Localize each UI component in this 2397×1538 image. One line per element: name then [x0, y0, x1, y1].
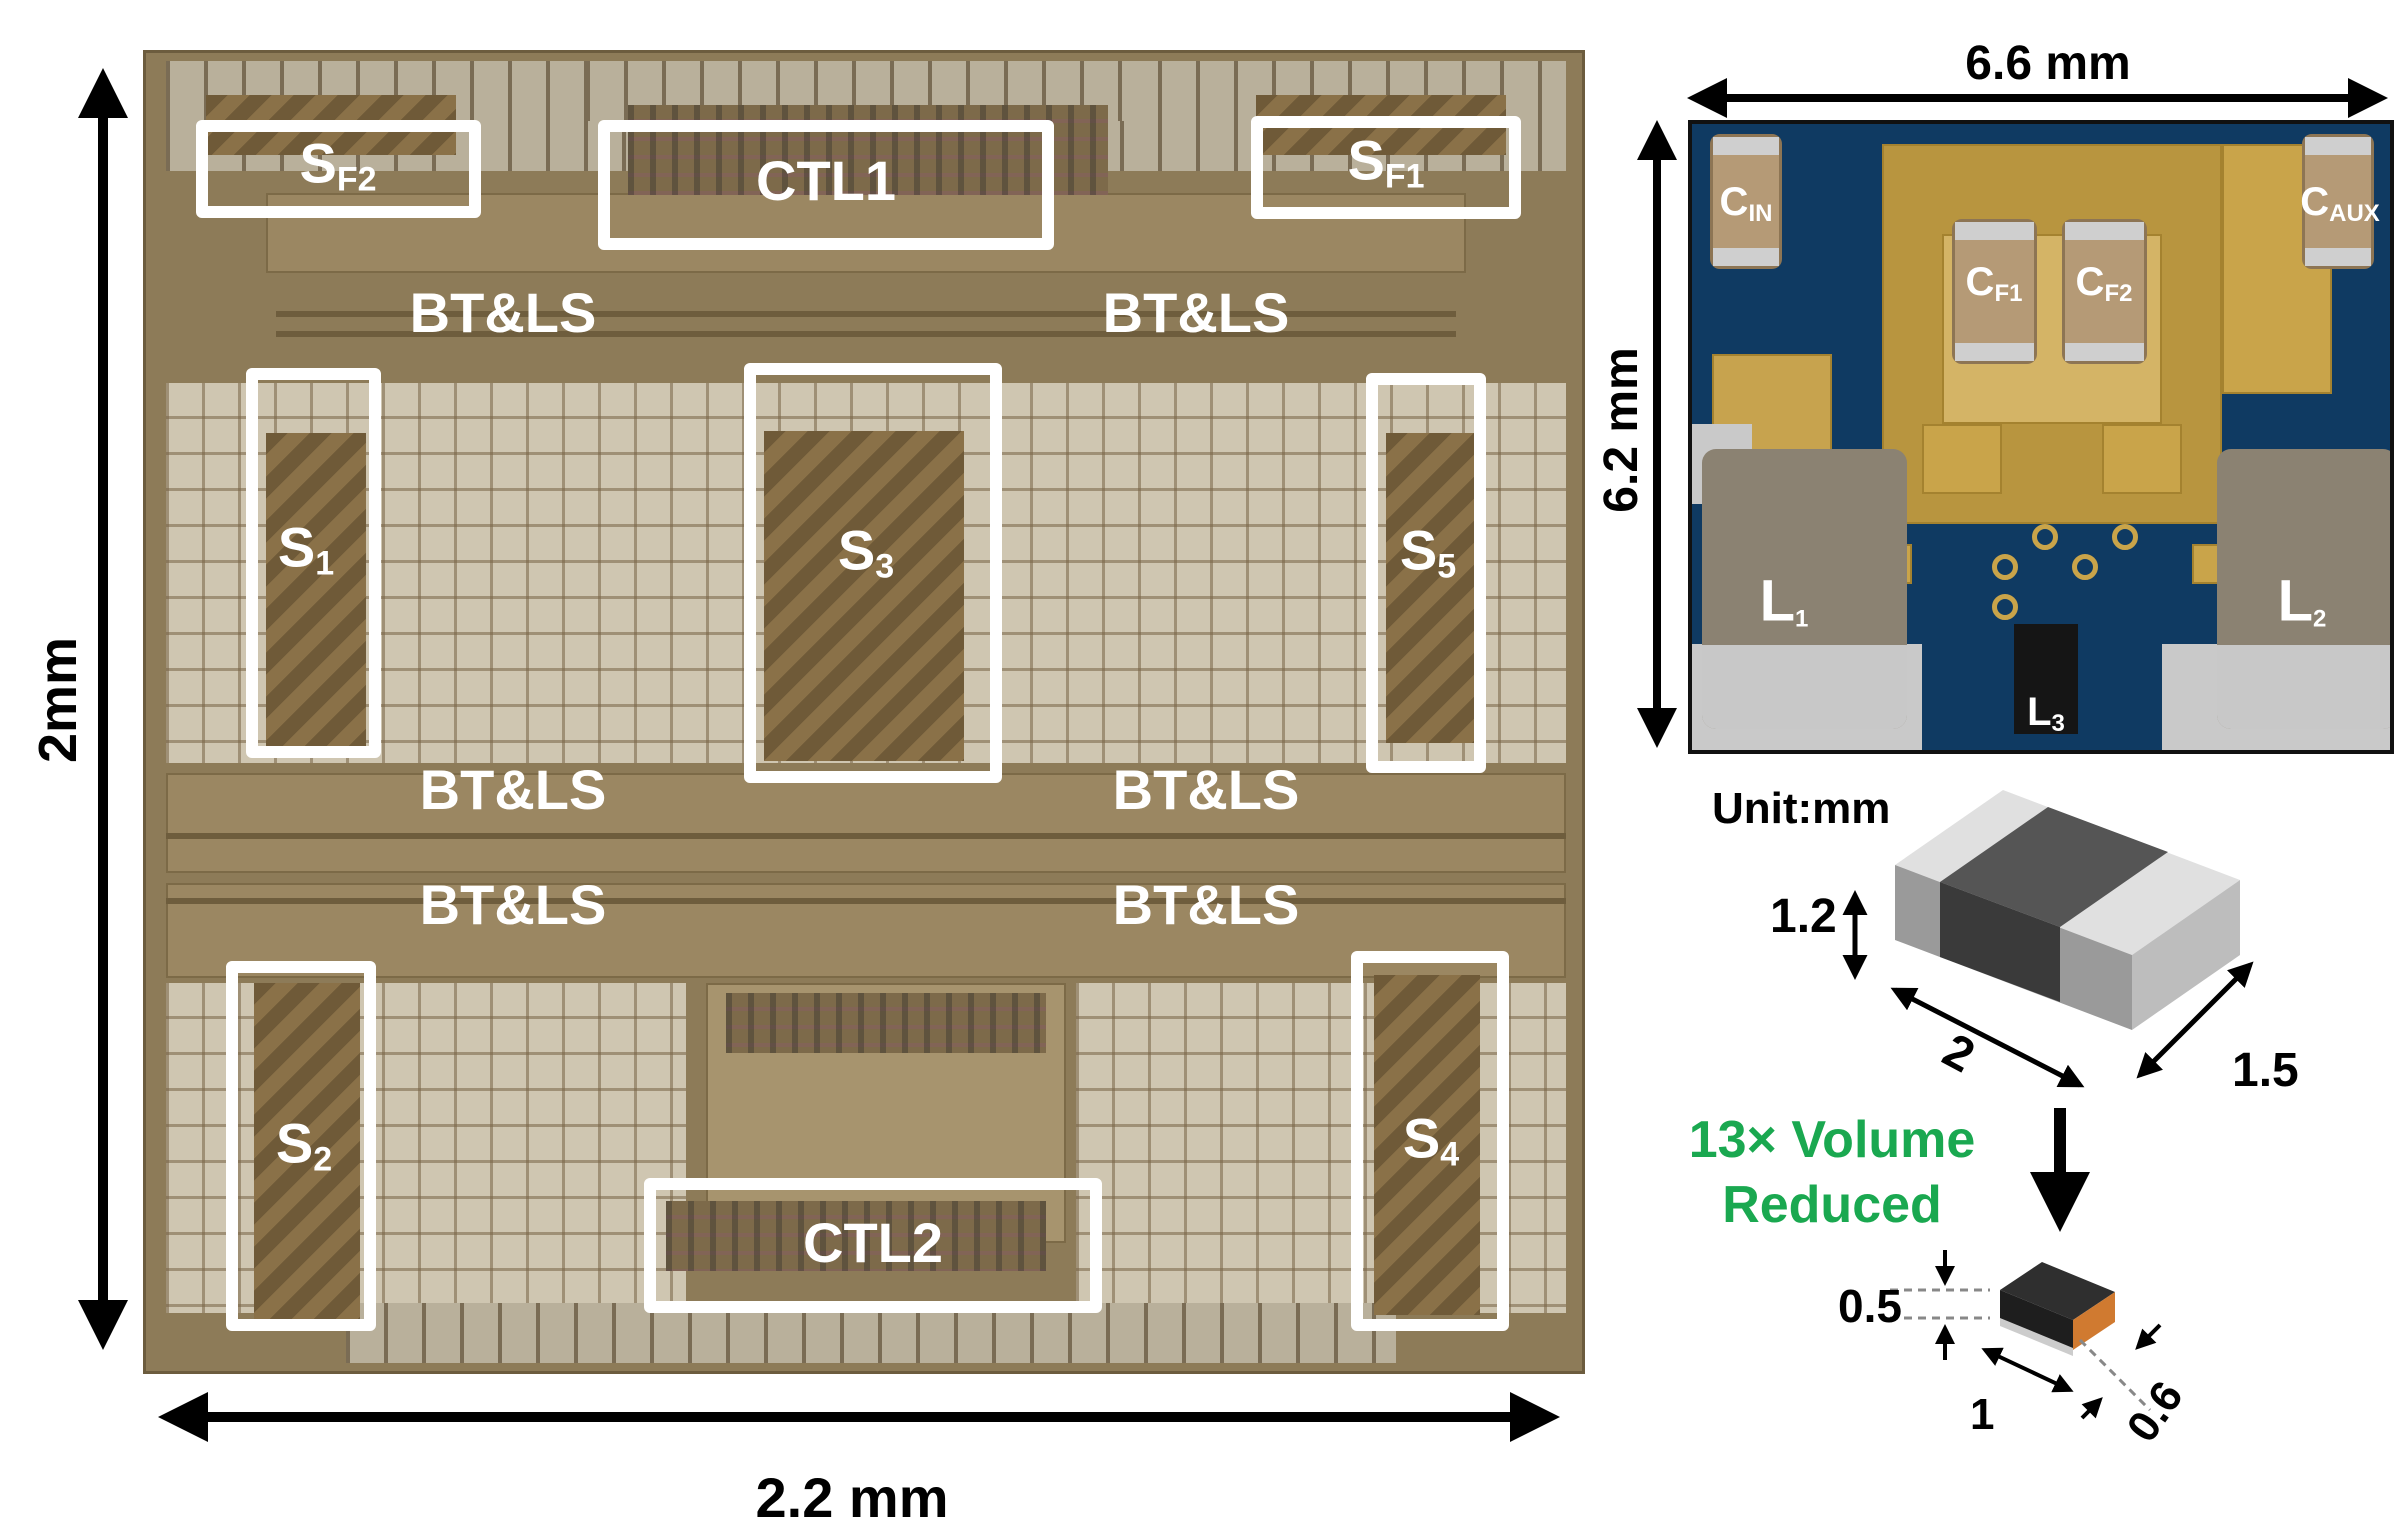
capacitor-caux — [2302, 134, 2374, 269]
via — [1992, 554, 2018, 580]
capacitor-cf2 — [2062, 219, 2147, 364]
small-length-arrow — [1981, 1347, 2074, 1393]
large-length-arrow — [1890, 987, 2085, 1088]
label-sf1: SF1 — [1347, 128, 1425, 196]
block-ctl1-outline — [598, 120, 1054, 250]
inductor-l2 — [2217, 449, 2390, 729]
label-bt-ls: BT&LS — [409, 281, 597, 344]
label-s1: S1 — [277, 515, 335, 583]
volume-reduction-text: 13× Volume Reduced — [1688, 1111, 1976, 1234]
power-transistor-array — [254, 983, 360, 1323]
label-cf1: CF1 — [1965, 260, 2023, 307]
label-s5: S5 — [1399, 518, 1457, 586]
small-inductor — [2000, 1262, 2115, 1356]
large-width-arrow — [2136, 961, 2254, 1079]
capacitor-cf1 — [1952, 219, 2037, 364]
via — [2112, 524, 2138, 550]
power-transistor-array — [1386, 433, 1486, 743]
label-bt-ls: BT&LS — [419, 873, 607, 936]
label-bt-ls: BT&LS — [1112, 873, 1300, 936]
pad-ring — [346, 1303, 1396, 1363]
label-l1: L1 — [1759, 568, 1809, 634]
large-inductor — [1895, 790, 2240, 1030]
label-cin: CIN — [1719, 180, 1773, 227]
bus-line — [276, 331, 1456, 337]
via — [2072, 554, 2098, 580]
label-sf2: SF2 — [299, 131, 377, 199]
via — [1992, 594, 2018, 620]
bond-pad — [1922, 424, 2002, 494]
bus-line — [166, 898, 1566, 904]
logic-cells — [666, 1201, 1046, 1271]
pcb-module-photo: CIN CAUX CF1 CF2 L1 L2 L3 — [1688, 120, 2394, 754]
block-s5-outline — [1366, 373, 1486, 773]
block-ctl2-outline — [644, 1178, 1102, 1313]
large-width-label: 1.5 — [2232, 1044, 2299, 1097]
bus-line — [166, 833, 1566, 839]
capacitor-cin — [1710, 134, 1782, 269]
power-grid — [1076, 983, 1566, 1313]
label-ctl2: CTL2 — [803, 1211, 943, 1274]
large-height-label: 1.2 — [1770, 890, 1837, 943]
label-s4: S4 — [1402, 1106, 1460, 1174]
power-transistor-array — [764, 431, 964, 761]
module-width-label: 6.6 mm — [1965, 37, 2131, 90]
label-bt-ls: BT&LS — [419, 758, 607, 821]
block-s4-outline — [1351, 951, 1509, 1331]
chip-die-micrograph: SF2 CTL1 SF1 S1 S3 S5 S2 S4 CTL2 BT&LS B… — [143, 50, 1585, 1374]
logic-cells — [726, 993, 1046, 1053]
block-s2-outline — [226, 961, 376, 1331]
label-l2: L2 — [2277, 568, 2327, 634]
via — [2032, 524, 2058, 550]
label-s2: S2 — [275, 1111, 333, 1179]
bus-line — [276, 311, 1456, 317]
block-sf2-outline — [196, 120, 481, 218]
small-height-label: 0.5 — [1838, 1280, 1902, 1332]
trace-pad — [2222, 144, 2332, 394]
power-grid — [166, 983, 686, 1313]
block-s1-outline — [246, 368, 381, 758]
label-caux: CAUX — [2300, 180, 2380, 227]
block-sf1-outline — [1251, 116, 1521, 219]
label-ctl1: CTL1 — [756, 149, 896, 212]
label-s3: S3 — [837, 518, 895, 586]
unit-label: Unit:mm — [1712, 784, 1891, 833]
small-length-label: 1 — [1970, 1390, 1995, 1439]
power-transistor-array — [1374, 975, 1480, 1315]
label-bt-ls: BT&LS — [1112, 758, 1300, 821]
label-l3: L3 — [2027, 690, 2065, 737]
inductor-l3 — [2014, 624, 2078, 734]
inductor-l1 — [1702, 449, 1907, 729]
chip-width-label: 2.2 mm — [755, 1466, 949, 1529]
power-transistor-array — [266, 433, 366, 753]
label-cf2: CF2 — [2075, 260, 2133, 307]
block-s3-outline — [744, 363, 1002, 783]
routing-band — [266, 193, 1466, 273]
bond-pad — [2102, 424, 2182, 494]
label-bt-ls: BT&LS — [1102, 281, 1290, 344]
